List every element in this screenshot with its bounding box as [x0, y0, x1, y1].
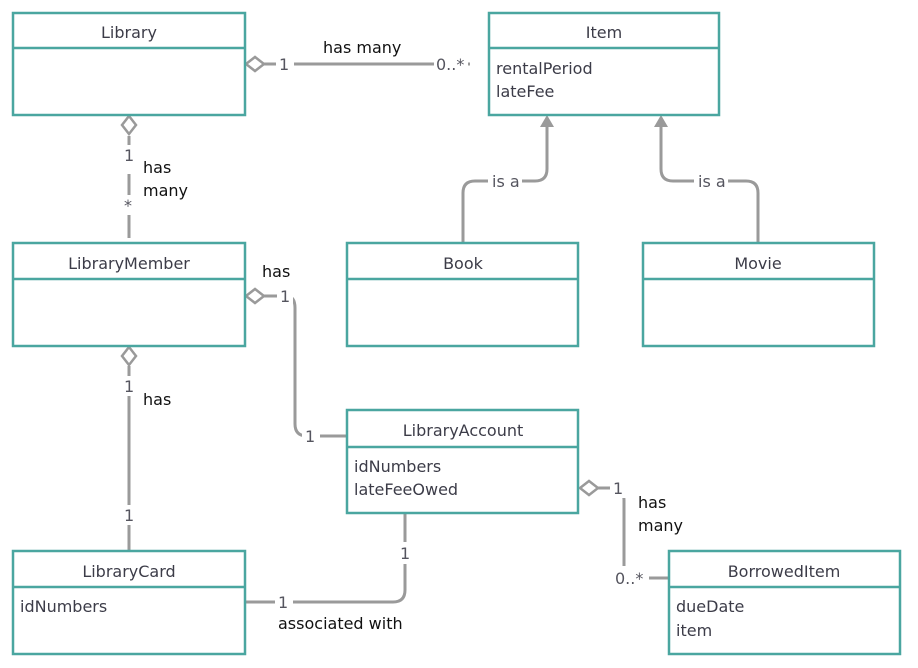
class-name-library-card: LibraryCard [82, 562, 175, 581]
association-account-borrowed[interactable]: 1 0..* has many [577, 478, 683, 588]
class-name-library-member: LibraryMember [68, 254, 190, 273]
aggregation-diamond-member-card [120, 344, 138, 368]
aggregation-diamond-library-item [243, 55, 267, 73]
attribute-id-numbers: idNumbers [354, 457, 441, 476]
class-name-borrowed-item: BorrowedItem [728, 562, 841, 581]
attribute-item: item [676, 621, 712, 640]
association-label-many: many [638, 516, 683, 535]
association-label-has: has [143, 158, 171, 177]
multiplicity-member-card-target: 1 [124, 506, 134, 525]
multiplicity-member-account-target: 1 [305, 427, 315, 446]
multiplicity-library-member-target: * [124, 196, 132, 215]
generalization-movie-item[interactable]: is a [654, 115, 760, 243]
class-item[interactable]: Item rentalPeriod lateFee [487, 11, 721, 117]
association-card-account-line[interactable] [246, 514, 407, 604]
aggregation-diamond-account-borrowed [577, 479, 601, 497]
class-library[interactable]: Library [11, 11, 247, 117]
generalization-label-movie: is a [698, 172, 726, 191]
multiplicity-member-card-source: 1 [124, 377, 134, 396]
multiplicity-card-account-source: 1 [278, 593, 288, 612]
generalization-arrowhead-book [540, 115, 554, 127]
class-library-account[interactable]: LibraryAccount idNumbers lateFeeOwed [345, 408, 580, 515]
association-library-item[interactable]: 1 0..* has many [243, 38, 470, 74]
attribute-late-fee: lateFee [496, 82, 554, 101]
generalization-arrowhead-movie [654, 115, 668, 127]
association-label-member-account: has [262, 262, 290, 281]
class-library-card[interactable]: LibraryCard idNumbers [11, 549, 247, 656]
association-label-associated-with: associated with [278, 614, 403, 633]
aggregation-diamond-library-member [120, 113, 138, 137]
multiplicity-account-borrowed-source: 1 [613, 479, 623, 498]
association-card-account[interactable]: 1 1 associated with [246, 514, 413, 633]
class-name-item: Item [586, 23, 622, 42]
generalization-label-book: is a [492, 172, 520, 191]
attribute-id-numbers: idNumbers [20, 597, 107, 616]
class-name-book: Book [443, 254, 484, 273]
multiplicity-account-borrowed-target: 0..* [615, 569, 643, 588]
attribute-rental-period: rentalPeriod [496, 59, 593, 78]
aggregation-diamond-member-account [243, 287, 267, 305]
class-book[interactable]: Book [345, 241, 580, 348]
class-name-library: Library [101, 23, 157, 42]
multiplicity-library-item-target: 0..* [436, 55, 464, 74]
attribute-due-date: dueDate [676, 597, 744, 616]
class-borrowed-item[interactable]: BorrowedItem dueDate item [667, 549, 902, 656]
attribute-late-fee-owed: lateFeeOwed [354, 480, 458, 499]
multiplicity-library-item-source: 1 [279, 55, 289, 74]
multiplicity-member-account-source: 1 [280, 287, 290, 306]
association-label-has-many: has many [323, 38, 401, 57]
association-label-has: has [638, 493, 666, 512]
association-member-account[interactable]: 1 1 has [243, 262, 347, 446]
association-member-card[interactable]: 1 1 has [120, 344, 171, 551]
association-library-member[interactable]: 1 * has many [120, 113, 188, 243]
class-name-library-account: LibraryAccount [403, 421, 524, 440]
class-name-movie: Movie [734, 254, 781, 273]
multiplicity-card-account-target: 1 [400, 544, 410, 563]
generalization-book-item[interactable]: is a [461, 115, 554, 243]
class-library-member[interactable]: LibraryMember [11, 241, 247, 348]
multiplicity-library-member-source: 1 [124, 146, 134, 165]
association-label-many: many [143, 181, 188, 200]
association-member-account-line[interactable] [264, 294, 347, 438]
class-movie[interactable]: Movie [641, 241, 876, 348]
association-label-member-card: has [143, 390, 171, 409]
